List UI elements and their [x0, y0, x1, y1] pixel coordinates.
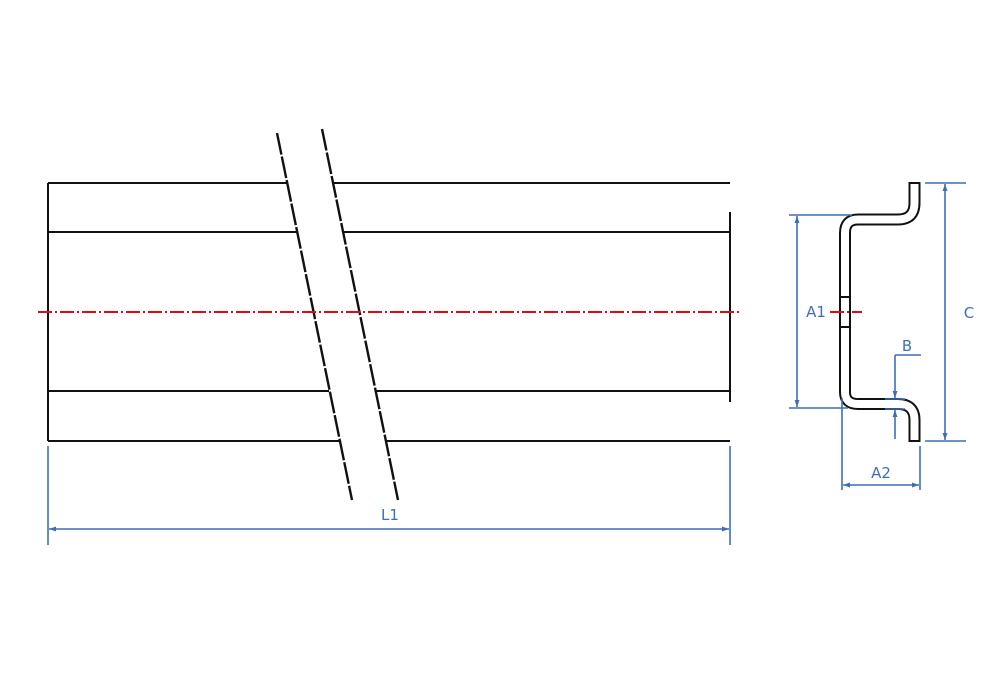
label-a1: A1: [806, 303, 826, 321]
profile-section: [830, 182, 921, 442]
dimension-a2: A2: [841, 398, 921, 490]
label-l1: L1: [381, 506, 399, 524]
label-a2: A2: [871, 464, 891, 482]
dimension-a1: A1: [789, 214, 852, 409]
break-line-left: [275, 132, 354, 501]
front-view: [38, 128, 740, 501]
dimension-b: B: [885, 337, 921, 439]
dimension-l1: L1: [47, 446, 731, 545]
dimension-c: C: [925, 182, 974, 442]
break-line-right: [320, 128, 400, 501]
label-b: B: [902, 337, 912, 355]
label-c: C: [964, 304, 974, 322]
